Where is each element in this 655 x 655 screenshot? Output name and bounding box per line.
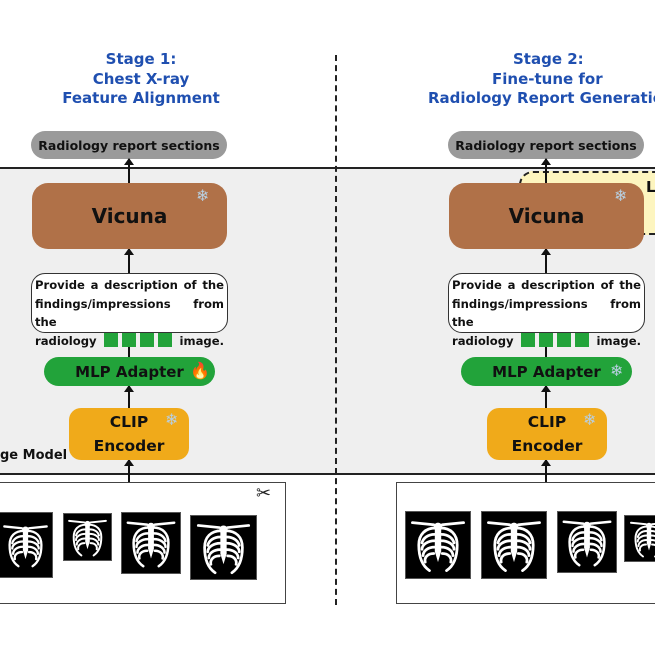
arrow <box>541 459 551 482</box>
scissors-icon: ✂ <box>256 483 272 504</box>
stage2-mlp-adapter: MLP Adapter <box>461 357 632 386</box>
prompt-text: Provide a description of the findings/im… <box>452 278 641 329</box>
vicuna-label: Vicuna <box>91 204 168 228</box>
image-token <box>122 332 137 347</box>
image-token <box>575 332 590 347</box>
stage2-title-line: Radiology Report Generation <box>428 89 655 107</box>
image-token <box>140 332 155 347</box>
xray-image <box>624 515 655 562</box>
arrow <box>124 158 134 183</box>
xray-image <box>0 512 53 578</box>
image-token <box>521 332 536 347</box>
stage1-prompt-box: Provide a description of the findings/im… <box>31 273 228 348</box>
xray-image <box>557 511 617 573</box>
stage2-clip-encoder: CLIP Encoder <box>487 408 607 460</box>
stage1-title-line: Chest X-ray <box>92 69 190 88</box>
snowflake-icon: ❄ <box>165 410 179 429</box>
prompt-text: radiology <box>35 333 97 348</box>
image-token <box>539 332 554 347</box>
stage-divider <box>335 55 337 605</box>
prompt-text: image. <box>179 333 224 348</box>
stage1-output-label: Radiology report sections <box>31 131 227 159</box>
arrow <box>541 248 551 273</box>
arrow <box>124 248 134 273</box>
encoder-label: Encoder <box>511 437 583 455</box>
encoder-label: CLIP <box>527 413 567 431</box>
prompt-text: radiology <box>452 333 514 348</box>
snowflake-icon: ❄ <box>610 361 624 380</box>
stage1-vicuna-block: Vicuna <box>32 183 227 249</box>
fire-icon: 🔥 <box>190 361 210 380</box>
image-token <box>158 332 173 347</box>
stage1-mlp-adapter: MLP Adapter <box>44 357 215 386</box>
encoder-label: CLIP <box>109 413 149 431</box>
stage1-title-line: Feature Alignment <box>62 89 220 107</box>
stage1-title: Stage 1: Chest X-ray Feature Alignment <box>21 50 261 109</box>
lora-label: L <box>646 178 655 196</box>
stage1-title-line: Stage 1: <box>105 50 177 68</box>
prompt-text: image. <box>596 333 641 348</box>
image-token <box>557 332 572 347</box>
snowflake-icon: ❄ <box>583 410 597 429</box>
panel-label: ge Model <box>0 448 68 463</box>
snowflake-icon: ❄ <box>196 186 210 205</box>
stage2-title: Stage 2: Fine-tune for Radiology Report … <box>425 50 655 109</box>
stage2-output-label: Radiology report sections <box>448 131 644 159</box>
adapter-label: MLP Adapter <box>75 362 184 381</box>
arrow <box>541 385 551 408</box>
xray-image <box>190 515 257 580</box>
image-token <box>104 332 119 347</box>
xray-image <box>121 512 181 574</box>
xray-image <box>63 513 112 561</box>
vicuna-label: Vicuna <box>508 204 585 228</box>
stage2-title-line: Stage 2: <box>513 50 584 68</box>
xray-image <box>481 511 547 579</box>
stage2-prompt-box: Provide a description of the findings/im… <box>448 273 645 348</box>
prompt-text: Provide a description of the findings/im… <box>35 278 224 329</box>
xray-image <box>405 511 471 579</box>
stage1-clip-encoder: CLIP Encoder <box>69 408 189 460</box>
adapter-label: MLP Adapter <box>492 362 601 381</box>
arrow <box>124 385 134 408</box>
snowflake-icon: ❄ <box>614 186 628 205</box>
stage2-vicuna-block: Vicuna <box>449 183 644 249</box>
arrow <box>124 459 134 482</box>
stage2-title-line: Fine-tune for <box>492 69 603 88</box>
encoder-label: Encoder <box>93 437 165 455</box>
arrow <box>541 158 551 183</box>
